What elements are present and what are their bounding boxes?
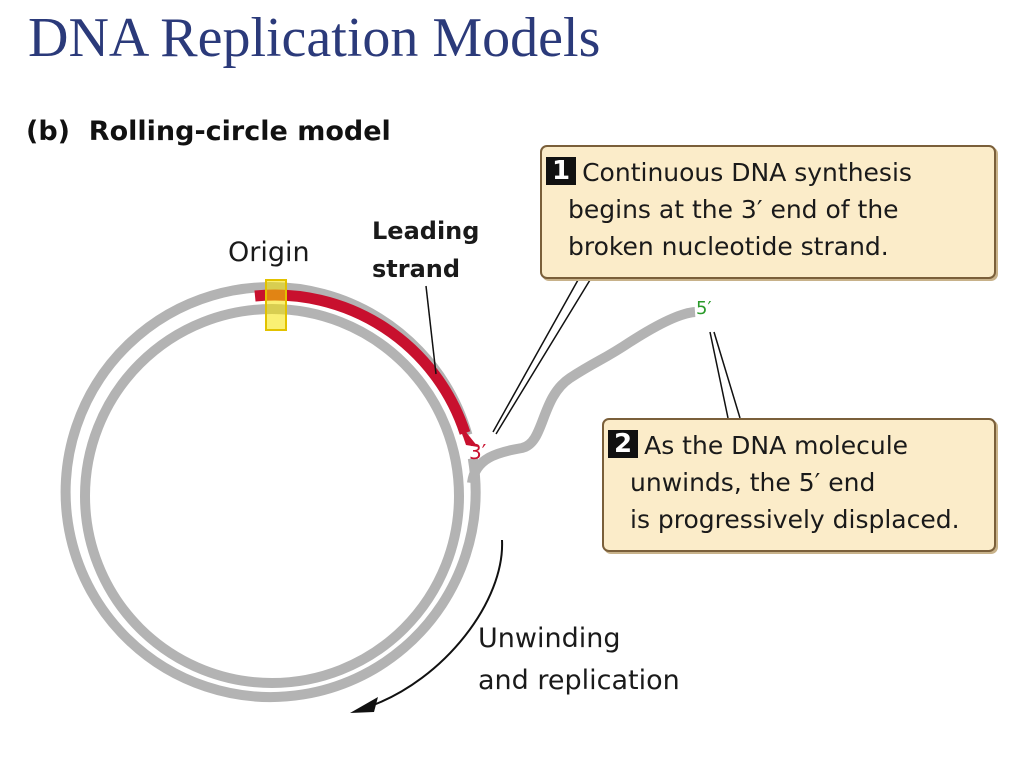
leading-label-pointer: [425, 285, 437, 375]
callout-1-line3: broken nucleotide strand.: [568, 232, 889, 261]
callout1-pointer-a: [492, 279, 579, 433]
unwinding-arrowhead: [350, 697, 378, 713]
origin-label: Origin: [228, 237, 310, 268]
leading-strand-label-line1: Leading: [372, 217, 480, 245]
callout-1-line2: begins at the 3′ end of the: [568, 195, 899, 224]
inner-dna-strand: [80, 304, 464, 688]
leading-strand: [254, 289, 471, 435]
callout-2-line3: is progressively displaced.: [630, 505, 960, 534]
five-prime-label: 5′: [696, 298, 712, 319]
unwinding-label-line1: Unwinding: [478, 623, 621, 654]
callout2-pointer-b: [713, 331, 741, 419]
step-number-2: 2: [608, 430, 639, 458]
step-number-1: 1: [546, 157, 577, 185]
callout2-pointer-a: [709, 331, 729, 419]
figure-label: (b) Rolling-circle model: [26, 116, 391, 147]
callout-2-line2: unwinds, the 5′ end: [630, 468, 876, 497]
origin-marker: [265, 279, 287, 331]
slide-title: DNA Replication Models: [28, 7, 601, 69]
leading-strand-label-line2: strand: [372, 255, 461, 283]
unwinding-arrow: [367, 539, 504, 708]
outer-dna-strand: [60, 282, 481, 703]
three-prime-label: 3′: [469, 440, 487, 464]
displaced-five-prime-tail: [467, 307, 696, 485]
callout1-pointer-b: [495, 279, 591, 435]
unwinding-label-line2: and replication: [478, 665, 680, 696]
leading-strand-arrowhead: [458, 422, 478, 447]
